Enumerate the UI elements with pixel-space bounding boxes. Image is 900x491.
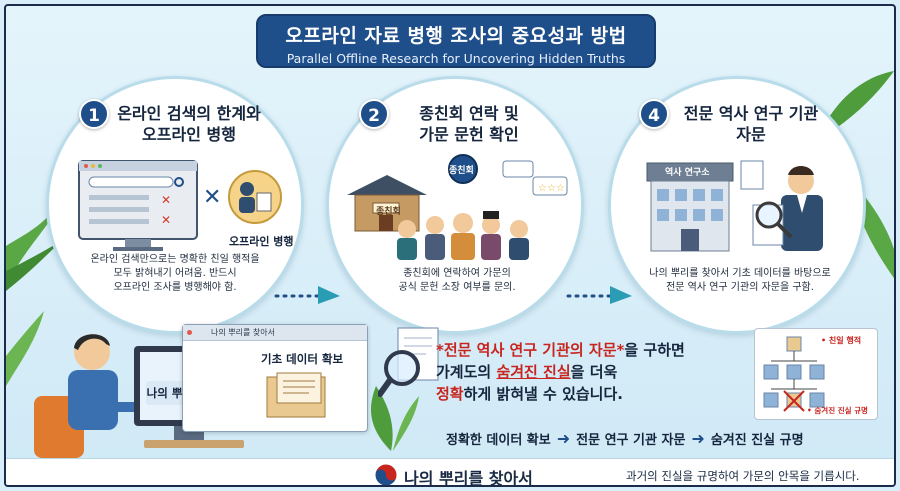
clan-seal-label: 종친회	[449, 166, 474, 176]
browser-dot-red-icon	[187, 330, 192, 335]
flow-step-2: 전문 연구 기관 자문	[576, 432, 686, 448]
leaf-left-bottom-icon	[6, 311, 44, 386]
leaf-bottom-center-icon	[371, 386, 419, 451]
step-1-description: 온라인 검색만으로는 명확한 친일 행적을 모두 밝혀내기 어려움. 반드시 오…	[90, 254, 260, 293]
step-1-badge: 1	[79, 99, 109, 129]
documents-icon	[266, 372, 326, 418]
page-title: 오프라인 자료 병행 조사의 중요성과 방법	[285, 25, 627, 47]
offline-parallel-label: 오프라인 병행	[229, 235, 294, 248]
footer-bar: 나의 뿌리를 찾아서 과거의 진실을 규명하여 가문의 안목을 기릅시다.	[6, 458, 894, 487]
research-institute-illustration	[646, 160, 823, 252]
arrow-step2-to-step4-icon	[566, 286, 632, 304]
step-1-title: 온라인 검색의 한계와 오프라인 병행	[117, 104, 261, 144]
clan-association-illustration: ☆☆☆	[347, 154, 568, 260]
browser-window: 나의 뿌리를 찾아서 기초 데이터 확보	[182, 324, 368, 432]
step-4-badge: 4	[639, 99, 669, 129]
step-2-title: 종친회 연락 및 가문 문헌 확인	[419, 104, 519, 144]
family-tree-panel: • 친일 행적 • 숨겨진 진실 규명	[754, 328, 878, 420]
infographic-frame: 오프라인 자료 병행 조사의 중요성과 방법 Parallel Offline …	[4, 4, 896, 487]
step-4-circle: 4 전문 역사 연구 기관 자문 역사 연구소 나의 뿌리를 찾아서 기초 데이…	[608, 76, 866, 334]
computer-search-illustration: ✕ ✕ ✕	[78, 160, 282, 251]
header-banner: 오프라인 자료 병행 조사의 중요성과 방법 Parallel Offline …	[256, 14, 656, 68]
clan-building-label: 종친회	[376, 207, 401, 217]
step-2-description: 종친회에 연락하여 가문의 공식 문헌 소장 여부를 문의.	[398, 268, 516, 293]
conclusion-text: *전문 역사 연구 기관의 자문*을 구하면 가계도의 숨겨진 진실을 더욱 정…	[436, 341, 685, 403]
svg-text:✕: ✕	[203, 185, 221, 210]
page-subtitle: Parallel Offline Research for Uncovering…	[286, 51, 626, 66]
browser-titlebar: 나의 뿌리를 찾아서	[183, 325, 367, 341]
institute-label: 역사 연구소	[665, 168, 710, 178]
tree-label-top: • 친일 행적	[821, 336, 862, 345]
step-4-description: 나의 뿌리를 찾아서 기초 데이터를 바탕으로 전문 역사 연구 기관의 자문을…	[649, 268, 831, 293]
browser-title: 나의 뿌리를 찾아서	[211, 328, 275, 337]
footer-slogan: 과거의 진실을 규명하여 가문의 안목을 기릅시다.	[626, 469, 860, 483]
step-4-title: 전문 역사 연구 기관 자문	[683, 104, 819, 144]
arrow-step1-to-step2-icon	[274, 286, 340, 304]
process-flow: 정확한 데이터 확보 ➜ 전문 연구 기관 자문 ➜ 숨겨진 진실 규명	[446, 426, 876, 450]
data-label: 기초 데이터 확보	[261, 352, 344, 366]
magnifier-document-icon	[378, 327, 439, 397]
flow-arrow-icon: ➜	[691, 428, 705, 448]
flow-step-3: 숨겨진 진실 규명	[710, 432, 804, 448]
flow-arrow-icon: ➜	[556, 428, 571, 448]
footer-logo-text: 나의 뿌리를 찾아서	[404, 469, 533, 487]
flow-step-1: 정확한 데이터 확보	[446, 432, 551, 448]
family-tree-icon	[763, 336, 825, 412]
step-1-circle: 1 온라인 검색의 한계와 오프라인 병행 ✕ ✕ ✕ 오프라인 병행 온	[46, 76, 304, 334]
svg-text:☆☆☆: ☆☆☆	[538, 183, 565, 194]
step-2-badge: 2	[359, 99, 389, 129]
svg-text:✕: ✕	[161, 193, 171, 207]
taegeuk-logo-icon	[374, 463, 398, 485]
step-2-circle: 2 종친회 연락 및 가문 문헌 확인 ☆☆☆ 종친회 종친회	[326, 76, 584, 334]
tree-label-bottom: • 숨겨진 진실 규명	[807, 406, 868, 415]
svg-text:✕: ✕	[161, 213, 171, 227]
